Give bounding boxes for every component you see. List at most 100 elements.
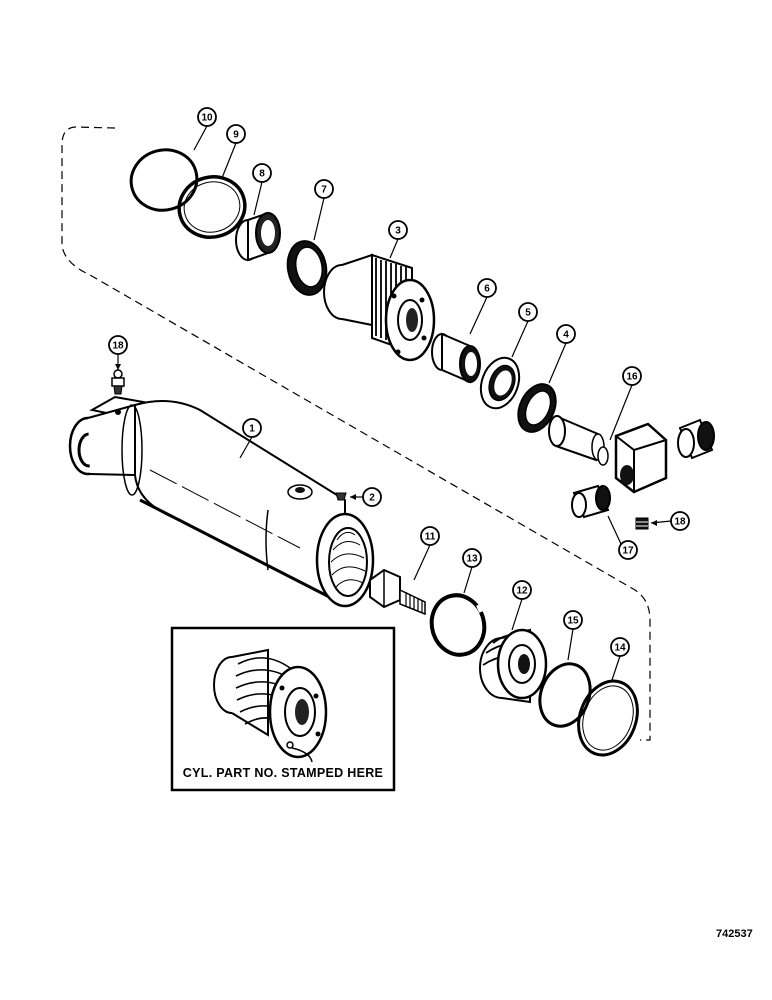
part-15-seal-ring bbox=[538, 662, 592, 728]
callout-number: 16 bbox=[626, 372, 638, 383]
callout-number: 11 bbox=[425, 532, 436, 543]
part-12-piston bbox=[479, 628, 548, 704]
callout-number: 1 bbox=[249, 424, 255, 435]
callout-number: 9 bbox=[233, 130, 239, 141]
callout-18: 18 bbox=[108, 335, 128, 370]
callout-6: 6 bbox=[469, 278, 497, 335]
part-3-gland bbox=[323, 253, 436, 362]
callout-leader-line bbox=[253, 181, 263, 216]
part-13-wear-ring bbox=[429, 593, 487, 657]
callout-number: 13 bbox=[466, 554, 478, 565]
callout-bubble bbox=[314, 179, 334, 199]
callout-leader-line bbox=[548, 342, 567, 384]
callout-bubble bbox=[618, 540, 638, 560]
part-18-grease-fitting bbox=[111, 369, 125, 395]
callout-leader-line bbox=[313, 197, 325, 241]
callout-leader-line bbox=[221, 142, 237, 179]
part-17-bushing bbox=[571, 484, 611, 519]
part-8-wiper bbox=[235, 211, 281, 262]
callout-number: 2 bbox=[369, 493, 375, 504]
callout-5: 5 bbox=[511, 302, 538, 358]
callout-bubble bbox=[670, 511, 690, 531]
callout-leader-line bbox=[567, 628, 574, 661]
callout-14: 14 bbox=[610, 637, 630, 681]
callout-7: 7 bbox=[313, 179, 334, 241]
callout-number: 18 bbox=[674, 517, 686, 528]
callout-11: 11 bbox=[413, 526, 440, 581]
callout-bubble bbox=[420, 526, 440, 546]
inset-box: CYL. PART NO. STAMPED HERE bbox=[170, 626, 396, 792]
callout-bubble bbox=[512, 580, 532, 600]
callout-bubble bbox=[197, 107, 217, 127]
callout-number: 12 bbox=[516, 586, 528, 597]
callout-4: 4 bbox=[548, 324, 576, 384]
callout-9: 9 bbox=[221, 124, 246, 179]
callout-bubble bbox=[622, 366, 642, 386]
part-5-ring bbox=[479, 356, 521, 410]
callout-bubble bbox=[252, 163, 272, 183]
callout-leader-line bbox=[239, 436, 253, 459]
callout-leader-line bbox=[413, 544, 431, 581]
callout-10: 10 bbox=[193, 107, 217, 151]
callout-bubble bbox=[462, 548, 482, 568]
callout-leader-line bbox=[193, 125, 208, 151]
callout-1: 1 bbox=[239, 418, 262, 459]
part-1-cylinder-tube bbox=[68, 395, 375, 608]
callout-16: 16 bbox=[609, 366, 642, 441]
inset-caption: CYL. PART NO. STAMPED HERE bbox=[183, 766, 383, 780]
callout-number: 18 bbox=[112, 341, 124, 352]
callout-3: 3 bbox=[388, 220, 408, 259]
callout-17: 17 bbox=[607, 515, 638, 560]
assembly-dashed-outline bbox=[61, 126, 651, 741]
callout-bubble bbox=[610, 637, 630, 657]
callout-number: 3 bbox=[395, 226, 401, 237]
part-6-bushing bbox=[431, 332, 481, 384]
callout-18: 18 bbox=[650, 511, 690, 531]
callout-bubble bbox=[563, 610, 583, 630]
inset-gland-illustration bbox=[213, 648, 328, 763]
part-2-screw bbox=[335, 492, 347, 501]
callout-number: 6 bbox=[484, 284, 490, 295]
part-9-backup-ring bbox=[177, 175, 247, 239]
callout-arrowhead bbox=[350, 494, 356, 500]
callout-leader-line bbox=[611, 655, 621, 681]
callout-leader-line bbox=[511, 598, 523, 631]
callout-number: 4 bbox=[563, 330, 569, 341]
callout-arrowhead bbox=[651, 520, 657, 526]
part-11-bolt bbox=[369, 568, 426, 616]
callout-2: 2 bbox=[350, 487, 382, 507]
part-16-elbow-fitting bbox=[548, 415, 715, 494]
callout-15: 15 bbox=[563, 610, 583, 661]
callout-bubble bbox=[518, 302, 538, 322]
callout-leader-line bbox=[511, 320, 529, 358]
callout-bubble bbox=[556, 324, 576, 344]
reference-number: 742537 bbox=[716, 928, 753, 940]
callout-number: 17 bbox=[622, 546, 634, 557]
part-18-plug-right bbox=[635, 517, 649, 530]
callout-number: 14 bbox=[614, 643, 626, 654]
callout-bubble bbox=[477, 278, 497, 298]
callout-number: 5 bbox=[525, 308, 531, 319]
callout-bubble bbox=[362, 487, 382, 507]
part-4-seal bbox=[517, 383, 557, 433]
callout-leader-line bbox=[469, 296, 488, 335]
callout-number: 10 bbox=[201, 113, 213, 124]
part-10-snap-ring bbox=[129, 148, 199, 212]
callout-number: 15 bbox=[567, 616, 579, 627]
callout-leader-line bbox=[389, 238, 399, 259]
part-14-backup-ring bbox=[577, 679, 639, 757]
callout-arrowhead bbox=[115, 364, 121, 370]
callout-bubble bbox=[108, 335, 128, 355]
callout-8: 8 bbox=[252, 163, 272, 216]
callout-leader-line bbox=[463, 566, 473, 594]
callout-13: 13 bbox=[462, 548, 482, 594]
callout-bubble bbox=[226, 124, 246, 144]
callout-number: 8 bbox=[259, 169, 265, 180]
part-7-seal bbox=[286, 240, 328, 296]
callout-bubble bbox=[388, 220, 408, 240]
callout-number: 7 bbox=[321, 185, 327, 196]
callout-bubble bbox=[242, 418, 262, 438]
callout-12: 12 bbox=[511, 580, 532, 631]
